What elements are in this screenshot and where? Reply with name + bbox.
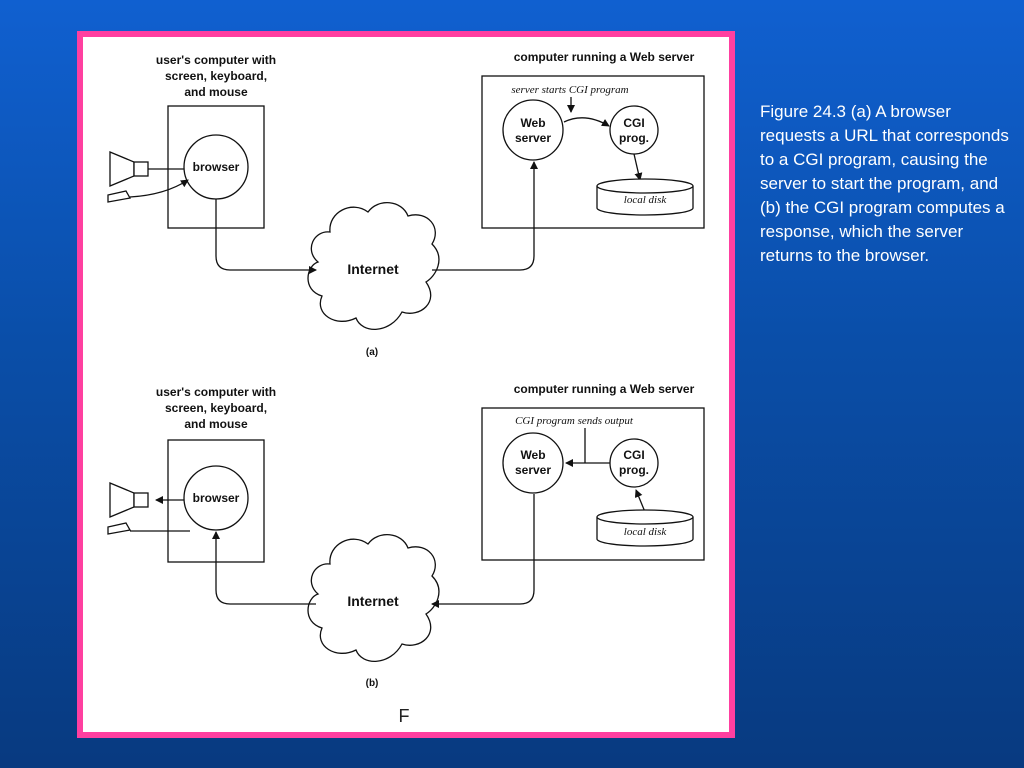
web-server-label-line1: Web — [520, 448, 545, 462]
diagram-b: user's computer with screen, keyboard, a… — [107, 382, 705, 689]
cgi-label-line1: CGI — [623, 448, 644, 462]
server-note: CGI program sends output — [515, 415, 634, 427]
server-to-internet-arrow — [431, 494, 535, 608]
cgi-label-line1: CGI — [623, 116, 644, 130]
user-computer-label-line1: user's computer with — [156, 53, 276, 67]
internet-label: Internet — [347, 261, 399, 277]
browser-node — [183, 465, 249, 531]
internet-label: Internet — [347, 593, 399, 609]
server-computer-box — [481, 75, 705, 229]
frame-marker: F — [399, 706, 410, 726]
figure-frame: user's computer with screen, keyboard, a… — [77, 31, 735, 738]
disk-to-cgi-arrow — [634, 489, 646, 513]
cgi-program-node — [609, 105, 659, 155]
local-disk — [596, 509, 694, 547]
cgi-diagram: user's computer with screen, keyboard, a… — [107, 50, 705, 726]
screen-icon — [109, 151, 184, 187]
local-disk-label: local disk — [624, 526, 668, 538]
browser-to-internet-arrow — [215, 199, 317, 274]
user-computer-label-line3: and mouse — [184, 417, 248, 431]
diagram-a: user's computer with screen, keyboard, a… — [107, 50, 705, 358]
user-computer-label-line1: user's computer with — [156, 385, 276, 399]
server-to-cgi-arrow — [563, 117, 610, 127]
internet-to-browser-arrow — [212, 531, 316, 605]
keyboard-icon — [107, 179, 189, 203]
keyboard-icon — [107, 522, 190, 535]
screen-icon — [109, 482, 184, 518]
user-computer-label-line3: and mouse — [184, 85, 248, 99]
web-server-node — [502, 99, 564, 161]
web-server-node — [502, 432, 564, 494]
cgi-label-line2: prog. — [619, 463, 649, 477]
internet-cloud — [307, 534, 440, 662]
local-disk-label: local disk — [624, 194, 668, 206]
internet-to-server-arrow — [432, 161, 538, 271]
cgi-label-line2: prog. — [619, 131, 649, 145]
server-computer-label: computer running a Web server — [514, 50, 695, 64]
server-note: server starts CGI program — [511, 84, 628, 96]
server-computer-label: computer running a Web server — [514, 382, 695, 396]
figure-caption: Figure 24.3 (a) A browser requests a URL… — [760, 102, 1009, 265]
local-disk — [596, 178, 694, 216]
web-server-label-line2: server — [515, 463, 551, 477]
user-computer-label-line2: screen, keyboard, — [165, 401, 267, 415]
web-server-label-line1: Web — [520, 116, 545, 130]
server-computer-box — [481, 407, 705, 561]
cgi-to-disk-arrow — [633, 153, 643, 181]
web-server-label-line2: server — [515, 131, 551, 145]
internet-cloud — [307, 202, 440, 330]
figure-panel: user's computer with screen, keyboard, a… — [83, 37, 729, 732]
browser-label: browser — [193, 491, 240, 505]
user-computer-label-line2: screen, keyboard, — [165, 69, 267, 83]
subfigure-label-b: (b) — [366, 678, 379, 689]
subfigure-label-a: (a) — [366, 347, 378, 358]
browser-label: browser — [193, 160, 240, 174]
